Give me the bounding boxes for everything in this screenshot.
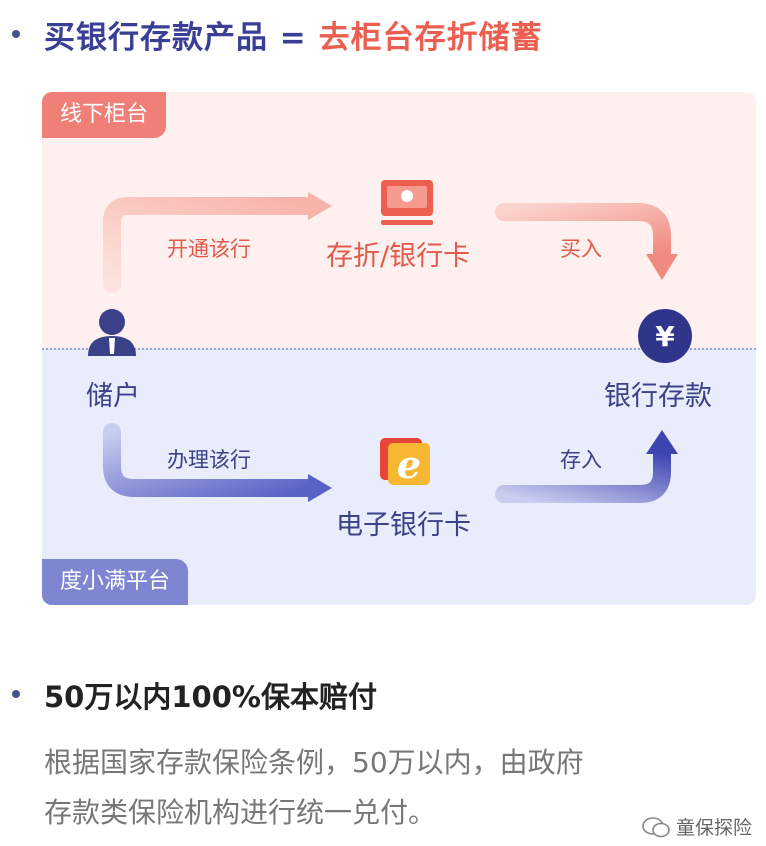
title-red-part: 去柜台存折储蓄 (306, 20, 543, 56)
user-icon (88, 309, 136, 356)
offline-counter-tag: 线下柜台 (42, 92, 167, 138)
flow-arrows: ¥ e (88, 180, 692, 503)
passbook-icon (381, 180, 433, 225)
yuan-symbol: ¥ (655, 320, 675, 353)
watermark: 童保探险 (642, 813, 752, 840)
body-line-2: 存款类保险机构进行统一兑付。 (44, 796, 437, 829)
section-divider (42, 348, 756, 350)
arrow-buy-in (495, 203, 678, 280)
flow-diagram: ¥ e 线下柜台 度小满平台 开通该行 存折/银行卡 买入 储户 银行存款 办理… (42, 92, 756, 605)
buy-in-label: 买入 (560, 237, 602, 261)
section-title: 50万以内100%保本赔付 (44, 680, 377, 714)
yuan-icon: ¥ (638, 309, 692, 363)
handle-account-label: 办理该行 (167, 448, 251, 472)
bank-deposit-label: 银行存款 (604, 381, 712, 412)
arrow-deposit-in (495, 430, 678, 503)
e-bank-card-label: 电子银行卡 (336, 510, 471, 541)
passbook-card-label: 存折/银行卡 (326, 241, 471, 272)
open-account-label: 开通该行 (167, 237, 251, 261)
title-blue-part: 买银行存款产品 = (44, 20, 307, 56)
depositor-label: 储户 (86, 381, 140, 412)
body-line-1: 根据国家存款保险条例，50万以内，由政府 (44, 746, 584, 779)
watermark-text: 童保探险 (675, 817, 752, 839)
page-title: 买银行存款产品 = 去柜台存折储蓄 (44, 12, 543, 57)
bullet (12, 690, 20, 698)
arrow-handle-account (103, 423, 332, 502)
bullet (12, 30, 20, 38)
deposit-in-label: 存入 (560, 448, 602, 472)
e-bank-logo-icon: e (380, 438, 430, 487)
wechat-icon (642, 816, 670, 837)
platform-tag: 度小满平台 (42, 559, 189, 605)
arrow-open-account (103, 192, 332, 293)
e-logo-letter: e (397, 442, 421, 487)
